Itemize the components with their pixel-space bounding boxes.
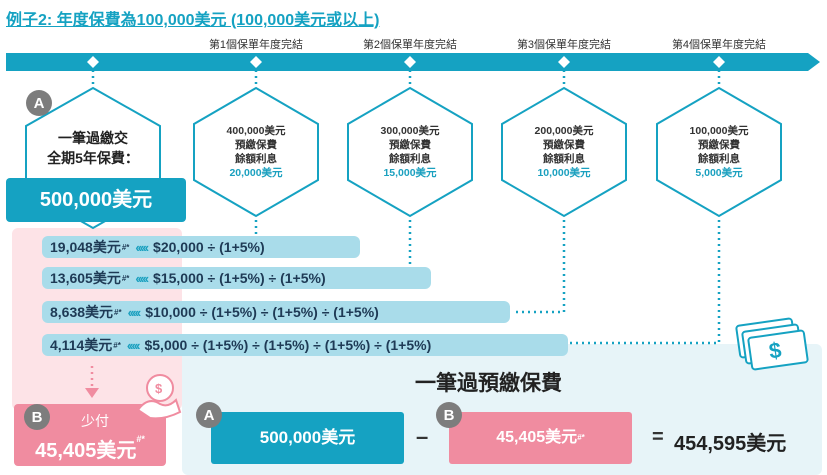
hex-line2: 預繳保費 (543, 139, 585, 151)
hex-text-4: 100,000美元 預繳保費 餘額利息 5,000美元 (669, 124, 769, 180)
equation-title: 一筆過預繳保費 (415, 372, 562, 395)
coin-hand-icon (136, 374, 182, 420)
calc-amount: 4,114美元 (50, 337, 113, 353)
badge-b-equation: B (436, 402, 462, 428)
lump-sum-amount: 500,000美元 (39, 189, 153, 211)
calc-formula: $15,000 ÷ (1+5%) ÷ (1+5%) (153, 270, 326, 286)
discount-label: 少付 (81, 413, 109, 429)
hex-line3: 餘額利息 (543, 153, 585, 165)
dollar-sign-icon: $ (767, 337, 783, 363)
chevrons-left-icon: ‹‹‹‹‹ (135, 270, 149, 286)
equation-b-wrap: 45,405美元#* (449, 412, 632, 464)
hex-line3: 餘額利息 (389, 153, 431, 165)
hex-balance: 400,000美元 (226, 125, 286, 137)
lump-sum-line1: 一筆過繳交 (58, 130, 128, 146)
calc-formula: $20,000 ÷ (1+5%) (153, 239, 265, 255)
timeline-node-4 (713, 56, 725, 68)
hex-interest: 20,000美元 (229, 167, 283, 179)
hex-line2: 預繳保費 (235, 139, 277, 151)
pink-arrow-head (85, 388, 99, 398)
chevrons-left-icon: ‹‹‹‹‹ (127, 304, 142, 320)
hex-year-2 (347, 86, 473, 218)
equation-b-box (449, 412, 632, 464)
connector-down-3 (512, 214, 566, 314)
equation-b-value: 45,405美元 (496, 429, 578, 446)
discount-box (14, 404, 166, 466)
calc-mark: #* (113, 340, 121, 350)
connector-down-4 (570, 214, 721, 345)
calc-row-2: 13,605美元#* ‹‹‹‹‹ $15,000 ÷ (1+5%) ÷ (1+5… (42, 267, 431, 289)
chevrons-left-icon: ‹‹‹‹‹ (135, 239, 149, 255)
timeline-node-1 (250, 56, 262, 68)
money-icon (735, 317, 809, 371)
calc-formula: $5,000 ÷ (1+5%) ÷ (1+5%) ÷ (1+5%) ÷ (1+5… (144, 337, 432, 353)
timeline-node-2 (404, 56, 416, 68)
hex-year-3 (501, 86, 627, 218)
lump-sum-label: 一筆過繳交 全期5年保費： (33, 128, 153, 168)
equation-b-mark: #* (577, 433, 585, 442)
calc-amount: 8,638美元 (50, 304, 114, 320)
badge-b: B (24, 404, 50, 430)
calc-mark: #* (121, 273, 130, 283)
hex-year-4 (656, 86, 782, 218)
hex-line2: 預繳保費 (389, 139, 431, 151)
calc-row-4: 4,114美元#* ‹‹‹‹‹ $5,000 ÷ (1+5%) ÷ (1+5%)… (42, 334, 568, 356)
page-title: 例子2: 年度保費為100,000美元 (100,000美元或以上) (6, 12, 380, 29)
lump-sum-line2: 全期5年保費： (47, 150, 139, 166)
hex-interest: 5,000美元 (695, 167, 743, 179)
equation-result: 454,595美元 (674, 433, 787, 455)
svg-text:$: $ (155, 381, 163, 396)
chevrons-left-icon: ‹‹‹‹‹ (126, 337, 141, 353)
calc-mark: #* (114, 307, 122, 317)
calc-row-3: 8,638美元#* ‹‹‹‹‹ $10,000 ÷ (1+5%) ÷ (1+5%… (42, 301, 510, 323)
calc-mark: #* (121, 242, 130, 252)
minus-sign: – (416, 424, 429, 449)
calc-row-1: 19,048美元#* ‹‹‹‹‹ $20,000 ÷ (1+5%) (42, 236, 360, 258)
calc-amount: 13,605美元 (50, 270, 121, 286)
timeline-node-3 (558, 56, 570, 68)
equals-sign: = (652, 426, 664, 448)
year-label-2: 第2個保單年度完結 (362, 39, 458, 51)
lump-sum-box (6, 178, 186, 222)
hex-balance: 300,000美元 (380, 125, 440, 137)
discount-amount-wrap: 45,405美元#* (14, 434, 166, 463)
equation-a-box (211, 412, 404, 464)
badge-a-equation: A (196, 402, 222, 428)
hex-balance: 200,000美元 (534, 125, 594, 137)
hex-year-1 (193, 86, 319, 218)
hex-text-3: 200,000美元 預繳保費 餘額利息 10,000美元 (514, 124, 614, 180)
calc-formula: $10,000 ÷ (1+5%) ÷ (1+5%) ÷ (1+5%) (145, 304, 379, 320)
year-label-4: 第4個保單年度完結 (671, 39, 767, 51)
year-label-1: 第1個保單年度完結 (208, 39, 304, 51)
discount-amount: 45,405美元 (35, 440, 137, 462)
equation-a-value: 500,000美元 (259, 428, 356, 447)
hex-balance: 100,000美元 (689, 125, 749, 137)
badge-a: A (26, 90, 52, 116)
year-label-3: 第3個保單年度完結 (516, 39, 612, 51)
hex-text-1: 400,000美元 預繳保費 餘額利息 20,000美元 (206, 124, 306, 180)
calc-amount: 19,048美元 (50, 239, 121, 255)
hex-text-2: 300,000美元 預繳保費 餘額利息 15,000美元 (360, 124, 460, 180)
timeline-node-0 (87, 56, 99, 68)
hex-interest: 10,000美元 (537, 167, 591, 179)
hex-line3: 餘額利息 (698, 153, 740, 165)
hex-line2: 預繳保費 (698, 139, 740, 151)
hex-line3: 餘額利息 (235, 153, 277, 165)
discount-mark: #* (136, 434, 145, 444)
hex-interest: 15,000美元 (383, 167, 437, 179)
